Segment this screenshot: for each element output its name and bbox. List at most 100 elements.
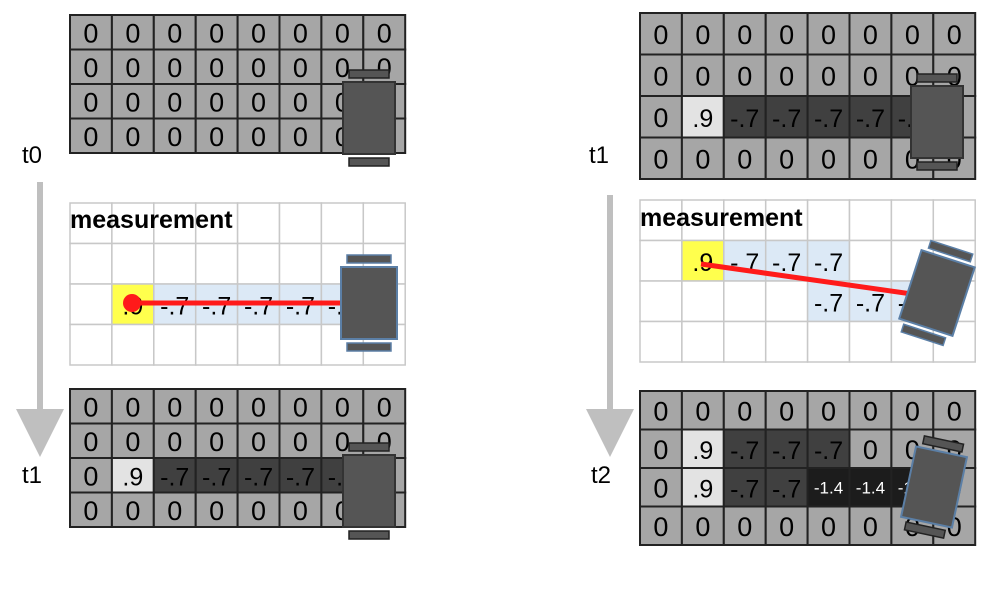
grid-cell-value: 0 (863, 20, 878, 50)
grid-cell (153, 242, 197, 285)
grid-cell (722, 505, 767, 546)
left-robot-bottom (342, 442, 396, 540)
grid-cell-value: 0 (695, 144, 710, 174)
grid-cell-value: 0 (251, 496, 266, 526)
grid-cell (194, 323, 239, 366)
left-measurement-grid: .9-.7-.7-.7-.7-.7 (69, 202, 406, 366)
grid-cell (932, 390, 977, 431)
grid-cell (362, 422, 407, 459)
grid-cell (194, 242, 239, 285)
grid-cell (890, 390, 935, 431)
grid-cell (69, 491, 113, 528)
grid-cell (848, 12, 893, 56)
grid-cell (848, 320, 893, 363)
grid-cell (681, 320, 725, 363)
grid-cell-value: 0 (293, 18, 308, 48)
grid-cell-value: 0 (125, 122, 140, 152)
grid-cell (639, 280, 683, 323)
grid-cell-value: 0 (653, 20, 668, 50)
left-beam-endpoint (123, 294, 141, 312)
grid-cell-value: 0 (125, 392, 140, 422)
grid-cell-value: 0 (83, 496, 98, 526)
grid-cell-value: 0 (209, 53, 224, 83)
grid-cell (194, 202, 239, 245)
grid-cell-value: -.7 (772, 105, 801, 133)
grid-cell-value: 0 (779, 512, 794, 542)
grid-cell-value: 0 (905, 396, 920, 426)
grid-cell-value: 0 (293, 87, 308, 117)
grid-cell-value: 0 (947, 20, 962, 50)
grid-cell (69, 83, 113, 120)
grid-cell-value: 0 (737, 512, 752, 542)
grid-cell (69, 242, 113, 285)
grid-cell-value: .9 (692, 475, 713, 503)
grid-cell (152, 117, 197, 154)
grid-cell (681, 280, 725, 323)
grid-cell-value: 0 (779, 20, 794, 50)
right-robot-top (910, 73, 964, 171)
grid-cell-value: 0 (83, 461, 98, 491)
grid-cell-value: -.7 (814, 289, 843, 317)
grid-cell (722, 467, 767, 508)
grid-cell-value: 0 (209, 496, 224, 526)
grid-cell (723, 320, 767, 363)
grid-cell-value: 0 (695, 20, 710, 50)
grid-cell (236, 117, 281, 154)
grid-cell-value: -.7 (814, 105, 843, 133)
grid-cell-value: 0 (83, 427, 98, 457)
grid-cell (110, 83, 155, 120)
grid-cell-value: 0 (695, 512, 710, 542)
grid-cell-value: 0 (125, 87, 140, 117)
grid-cell-value: 0 (695, 61, 710, 91)
right-bottom-time-label: t2 (591, 462, 611, 489)
grid-cell-value: -.7 (730, 475, 759, 503)
grid-cell-value: 0 (167, 122, 182, 152)
grid-cell (236, 242, 281, 285)
grid-cell (806, 320, 851, 363)
grid-cell (848, 199, 893, 242)
grid-cell (362, 202, 406, 245)
grid-cell (806, 505, 851, 546)
grid-cell-value: 0 (821, 61, 836, 91)
grid-cell (278, 323, 323, 366)
right-grid-before: 00000000000000000.9-.7-.7-.7-.7-.7000000… (639, 12, 977, 180)
grid-cell (680, 428, 725, 469)
grid-cell (680, 136, 725, 180)
grid-cell (236, 202, 281, 245)
grid-cell (69, 323, 113, 366)
grid-cell-value: .9 (692, 105, 713, 133)
grid-cell (236, 388, 281, 425)
left-panel: 00000000000000000000000000000000 .9-.7-.… (16, 14, 407, 540)
grid-cell (723, 199, 767, 242)
grid-cell (194, 457, 239, 494)
grid-cell-value: 0 (377, 392, 392, 422)
grid-cell (194, 491, 239, 528)
grid-cell (278, 422, 323, 459)
grid-cell-value: 0 (821, 144, 836, 174)
grid-cell-value: -.7 (772, 475, 801, 503)
grid-cell-value: 0 (863, 435, 878, 465)
grid-cell-value: -.7 (856, 105, 885, 133)
grid-cell (806, 239, 851, 282)
grid-cell-value: 0 (377, 18, 392, 48)
grid-cell-value: 0 (863, 144, 878, 174)
grid-cell (680, 505, 725, 546)
grid-cell (848, 390, 893, 431)
grid-cell-value: -1.4 (856, 478, 885, 497)
grid-cell-value: 0 (209, 122, 224, 152)
grid-cell (848, 505, 893, 546)
grid-cell (111, 242, 155, 285)
left-top-time-label: t0 (22, 142, 42, 169)
grid-cell (848, 239, 893, 282)
grid-cell-value: 0 (83, 87, 98, 117)
grid-cell (764, 136, 809, 180)
grid-cell (681, 239, 725, 282)
grid-cell (723, 280, 767, 323)
grid-cell-value: -1.4 (814, 478, 843, 497)
grid-cell-value: 0 (83, 18, 98, 48)
grid-cell-value: 0 (653, 435, 668, 465)
grid-cell-value: 0 (293, 427, 308, 457)
grid-cell-value: 0 (779, 144, 794, 174)
left-bottom-time-label: t1 (22, 462, 42, 489)
grid-cell-value: -.7 (814, 249, 843, 277)
